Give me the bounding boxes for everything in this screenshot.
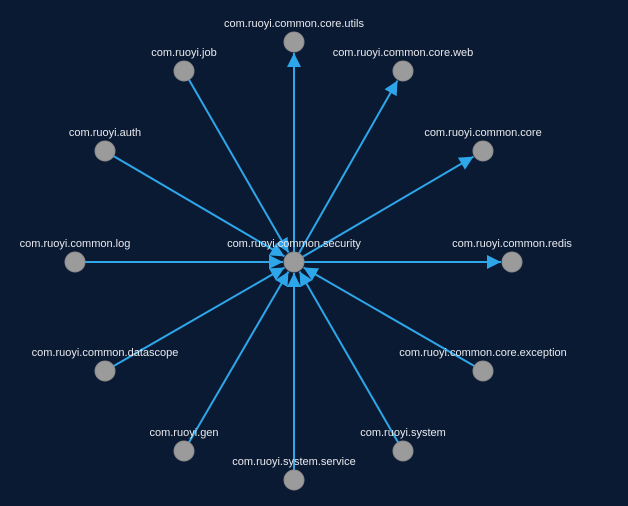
node-gen[interactable]: com.ruoyi.gen: [149, 427, 219, 462]
node-circle[interactable]: [472, 360, 494, 382]
edge-security-to-web: [298, 80, 399, 254]
nodes-layer: com.ruoyi.common.core.utils com.ruoyi.com…: [20, 18, 572, 491]
node-label: com.ruoyi.common.core.utils: [224, 18, 364, 30]
node-label: com.ruoyi.common.core.exception: [399, 347, 567, 359]
node-system-service[interactable]: com.ruoyi.system.service: [232, 456, 356, 491]
node-system[interactable]: com.ruoyi.system: [360, 427, 446, 462]
node-circle[interactable]: [94, 360, 116, 382]
node-datascope[interactable]: com.ruoyi.common.datascope: [32, 347, 179, 382]
node-web[interactable]: com.ruoyi.common.core.web: [333, 47, 474, 82]
edge-datascope-to-security: [113, 266, 285, 367]
node-circle[interactable]: [501, 251, 523, 273]
node-label: com.ruoyi.auth: [69, 127, 141, 139]
node-redis[interactable]: com.ruoyi.common.redis: [452, 238, 572, 273]
node-circle[interactable]: [392, 60, 414, 82]
node-label: com.ruoyi.system: [360, 427, 446, 439]
node-circle[interactable]: [283, 251, 305, 273]
edge-gen-to-security: [188, 270, 290, 443]
node-auth[interactable]: com.ruoyi.auth: [69, 127, 141, 162]
edge-exception-to-security: [303, 266, 475, 367]
node-label: com.ruoyi.job: [151, 47, 216, 59]
node-job[interactable]: com.ruoyi.job: [151, 47, 217, 82]
edges-layer: [85, 53, 501, 470]
node-label: com.ruoyi.gen: [149, 427, 218, 439]
node-security[interactable]: com.ruoyi.common.security: [227, 238, 361, 273]
node-circle[interactable]: [173, 440, 195, 462]
node-core[interactable]: com.ruoyi.common.core: [424, 127, 542, 162]
node-circle[interactable]: [173, 60, 195, 82]
edge-auth-to-security: [113, 155, 286, 258]
node-label: com.ruoyi.common.core: [424, 127, 541, 139]
node-label: com.ruoyi.common.core.web: [333, 47, 474, 59]
node-circle[interactable]: [94, 140, 116, 162]
node-circle[interactable]: [64, 251, 86, 273]
node-circle[interactable]: [472, 140, 494, 162]
edge-system-to-security: [298, 271, 399, 443]
node-label: com.ruoyi.common.datascope: [32, 347, 179, 359]
node-circle[interactable]: [283, 31, 305, 53]
node-exception[interactable]: com.ruoyi.common.core.exception: [399, 347, 567, 382]
node-label: com.ruoyi.common.security: [227, 238, 361, 250]
edge-job-to-security: [188, 79, 290, 253]
node-circle[interactable]: [392, 440, 414, 462]
node-label: com.ruoyi.common.redis: [452, 238, 572, 250]
node-utils[interactable]: com.ruoyi.common.core.utils: [224, 18, 364, 53]
node-label: com.ruoyi.common.log: [20, 238, 131, 250]
node-circle[interactable]: [283, 469, 305, 491]
node-log[interactable]: com.ruoyi.common.log: [20, 238, 131, 273]
edge-security-to-core: [302, 155, 475, 258]
node-label: com.ruoyi.system.service: [232, 456, 355, 468]
